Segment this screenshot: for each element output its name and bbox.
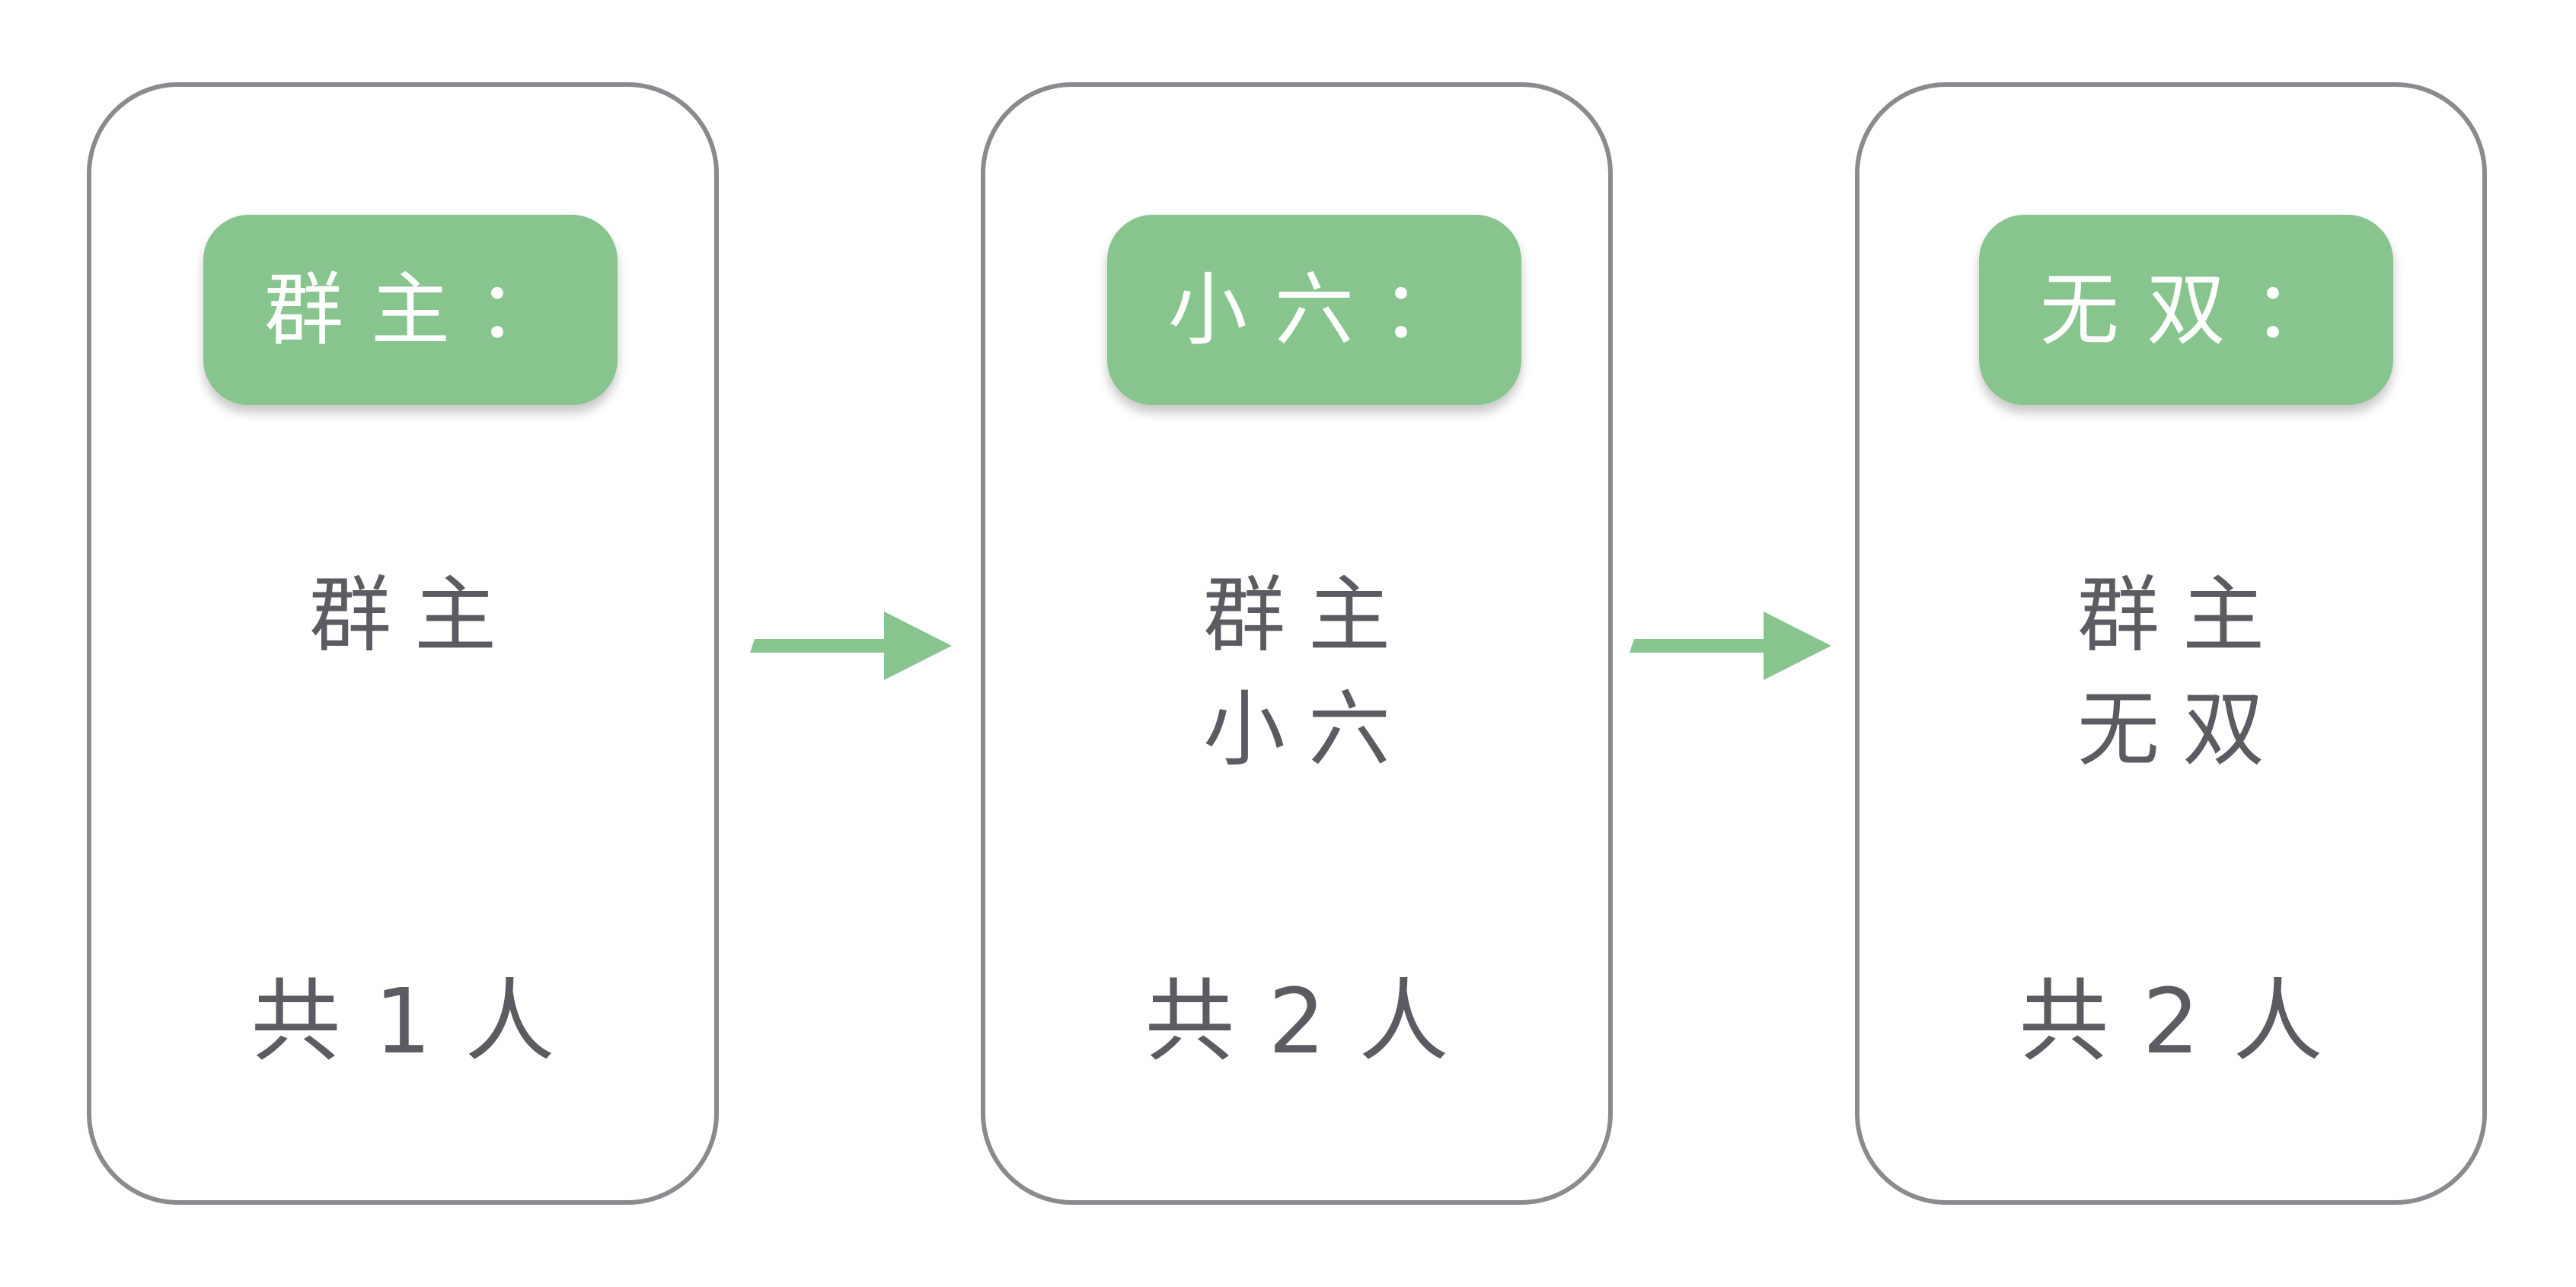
member-count: 共2人	[2019, 969, 2357, 1074]
member-list-panel: 小六： 群主 小六 共2人	[981, 82, 1613, 1205]
member-list: 群主 小六	[985, 559, 1608, 787]
member-list-panel: 无双： 群主 无双 共2人	[1855, 82, 2487, 1205]
member-list-panel: 群主： 群主 共1人	[87, 82, 719, 1205]
member-name: 无双	[2076, 682, 2287, 778]
member-name: 群主	[308, 568, 519, 663]
member-name: 群主	[2076, 568, 2287, 663]
viewer-tag: 无双：	[1979, 215, 2393, 405]
right-arrow-icon	[1630, 612, 1831, 680]
viewer-tag-label: 群主：	[263, 263, 584, 356]
viewer-tag-label: 无双：	[2039, 263, 2360, 356]
viewer-tag-label: 小六：	[1167, 263, 1488, 356]
member-name: 群主	[1202, 568, 1413, 663]
viewer-tag: 群主：	[203, 215, 618, 405]
member-count: 共2人	[1144, 969, 1483, 1074]
member-name: 小六	[1202, 682, 1413, 778]
viewer-tag: 小六：	[1107, 215, 1521, 405]
member-list: 群主 无双	[1859, 559, 2482, 787]
member-count: 共1人	[251, 969, 589, 1074]
right-arrow-icon	[750, 612, 952, 680]
member-list: 群主	[91, 559, 714, 673]
